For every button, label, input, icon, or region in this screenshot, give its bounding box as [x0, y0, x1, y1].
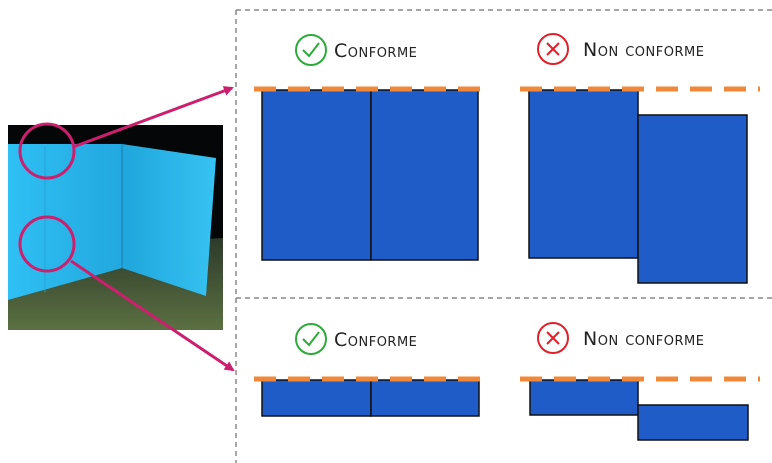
bottom-non-conforme-heading: Non conforme — [537, 322, 704, 354]
check-circle-icon — [295, 34, 327, 66]
panel — [529, 379, 639, 416]
top-conforme-panels — [261, 89, 479, 261]
cross-circle-icon — [537, 33, 569, 65]
panel — [637, 114, 748, 284]
panel — [370, 379, 480, 417]
cross-circle-icon — [537, 322, 569, 354]
arrow-to-bottom-detail — [70, 259, 235, 372]
panel — [261, 89, 372, 261]
detail-frame — [235, 9, 772, 463]
panel — [637, 404, 749, 441]
bottom-conforme-label: Conforme — [334, 329, 417, 351]
bottom-non-conforme-label: Non conforme — [583, 328, 704, 350]
panel — [370, 89, 479, 261]
bottom-conforme-heading: Conforme — [295, 323, 417, 355]
photo — [8, 125, 223, 330]
top-conforme-heading: Conforme — [295, 34, 417, 66]
arrow-to-top-detail — [72, 86, 234, 149]
panel — [528, 89, 639, 259]
photo-highlight-bottom — [18, 215, 76, 273]
photo-panel-right — [122, 144, 216, 296]
photo-highlight-top — [18, 122, 76, 180]
top-non-conforme-panels — [528, 89, 748, 284]
top-non-conforme-heading: Non conforme — [537, 33, 704, 65]
check-circle-icon — [295, 323, 327, 355]
panel — [261, 379, 372, 417]
bottom-conforme-panels — [261, 379, 480, 417]
top-non-conforme-label: Non conforme — [583, 39, 704, 61]
top-conforme-label: Conforme — [334, 40, 417, 62]
bottom-non-conforme-panels — [529, 379, 749, 441]
